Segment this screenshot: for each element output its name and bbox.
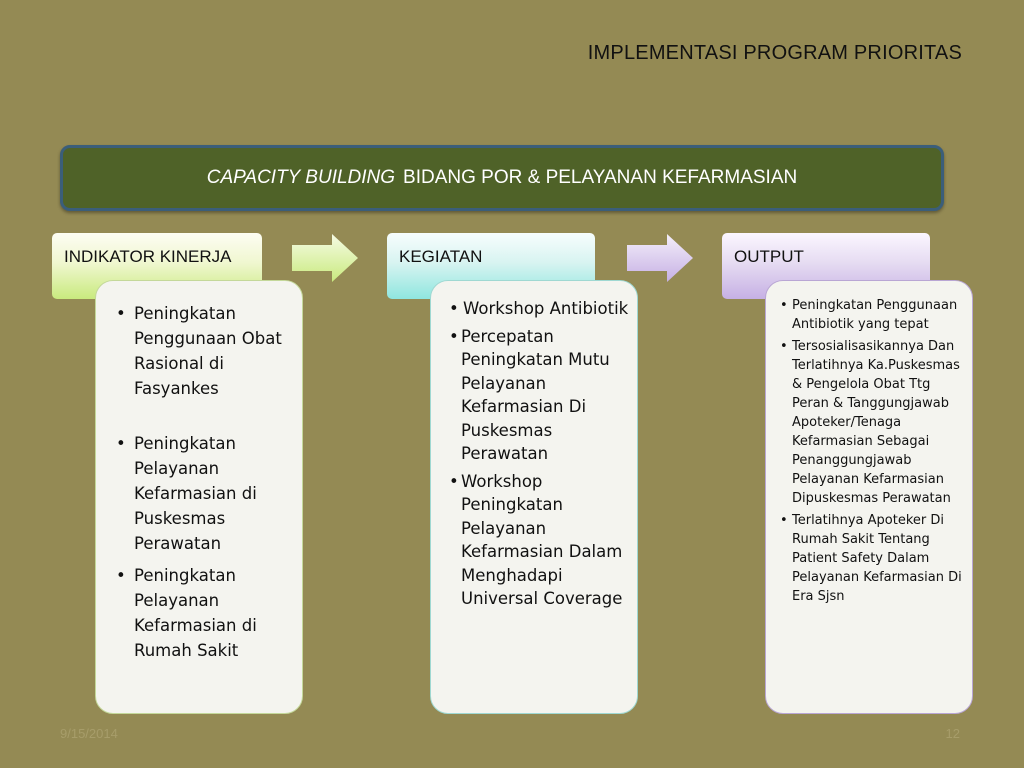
- list-item: Peningkatan Pelayanan Kefarmasian di Pus…: [114, 431, 292, 556]
- card-output: Peningkatan Penggunaan Antibiotik yang t…: [765, 280, 973, 714]
- list-item: Peningkatan Pelayanan Kefarmasian di Rum…: [114, 563, 292, 663]
- list-item: Terlatihnya Apoteker Di Rumah Sakit Tent…: [778, 511, 966, 606]
- indikator-list: Peningkatan Penggunaan Obat Rasional di …: [114, 301, 292, 663]
- list-item: Percepatan Peningkatan Mutu Pelayanan Ke…: [449, 325, 629, 466]
- card-kegiatan: Workshop Antibiotik Percepatan Peningkat…: [430, 280, 638, 714]
- page-number: 12: [945, 726, 960, 741]
- list-item: Workshop Antibiotik: [449, 297, 629, 321]
- slide-title: IMPLEMENTASI PROGRAM PRIORITAS: [587, 42, 962, 64]
- card-indikator-kinerja: Peningkatan Penggunaan Obat Rasional di …: [95, 280, 303, 714]
- list-item: Tersosialisasikannya Dan Terlatihnya Ka.…: [778, 337, 966, 508]
- arrow-right-icon: [292, 234, 358, 282]
- list-item: Workshop Peningkatan Pelayanan Kefarmasi…: [449, 470, 629, 611]
- list-item: Peningkatan Penggunaan Antibiotik yang t…: [778, 296, 966, 334]
- program-banner: CAPACITY BUILDING BIDANG POR & PELAYANAN…: [60, 145, 944, 211]
- list-item: Peningkatan Penggunaan Obat Rasional di …: [114, 301, 292, 401]
- banner-emphasis: CAPACITY BUILDING: [206, 167, 396, 188]
- kegiatan-list: Workshop Antibiotik Percepatan Peningkat…: [449, 297, 629, 611]
- banner-text: BIDANG POR & PELAYANAN KEFARMASIAN: [403, 167, 798, 188]
- footer-date: 9/15/2014: [60, 726, 118, 741]
- arrow-right-icon: [627, 234, 693, 282]
- output-list: Peningkatan Penggunaan Antibiotik yang t…: [778, 296, 966, 606]
